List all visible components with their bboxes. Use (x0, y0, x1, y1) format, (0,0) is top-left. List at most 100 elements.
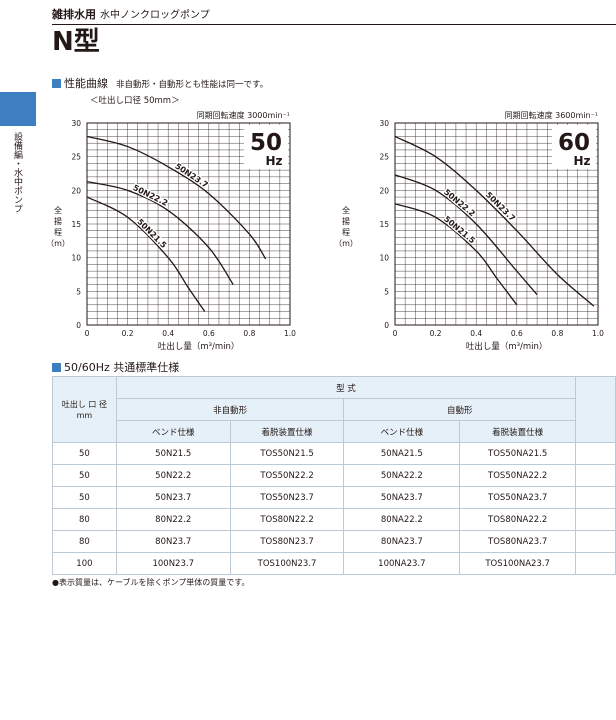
y-tick-label: 10 (379, 254, 389, 263)
cell-auto-bend: 80NA22.2 (343, 508, 461, 531)
auto-header: 自動形 (343, 398, 577, 421)
cell-bore: 50 (52, 442, 117, 465)
cell-auto-bend: 50NA21.5 (343, 442, 461, 465)
y-tick-label: 25 (379, 153, 389, 162)
y-tick-label: 10 (71, 254, 81, 263)
bore-note: ＜吐出し口径 50mm＞ (90, 96, 180, 106)
cell-detach: TOS100N23.7 (229, 552, 345, 575)
cell-bore: 50 (52, 486, 117, 509)
series-curve (394, 174, 538, 296)
speed-label: 同期回転速度 3600min⁻¹ (505, 110, 598, 120)
category-label: 雑排水用水中ノンクロッグポンプ (52, 6, 210, 22)
y-axis-label: （m） (46, 239, 70, 248)
y-tick-label: 15 (71, 220, 81, 229)
cell-bend: 50N21.5 (115, 442, 231, 465)
freq-unit: Hz (573, 154, 590, 168)
cell-auto-bend: 50NA22.2 (343, 464, 461, 487)
series-curve (86, 196, 206, 312)
footnote: ●表示質量は、ケーブルを除くポンプ単体の質量です。 (52, 578, 250, 587)
y-axis-label: 程 (342, 228, 350, 237)
y-axis-label: 揚 (342, 216, 350, 226)
cell-auto-detach: TOS80NA22.2 (459, 508, 577, 531)
cell-detach: TOS50N21.5 (229, 442, 345, 465)
x-tick-label: 0.8 (551, 329, 563, 338)
x-tick-label: 0 (85, 329, 90, 338)
x-tick-label: 1.0 (284, 329, 296, 338)
x-tick-label: 1.0 (592, 329, 604, 338)
auto-detach-header: 着脱装置仕様 (459, 420, 577, 443)
cell-bore: 80 (52, 508, 117, 531)
bore-header: 吐出し 口 径 mm (52, 376, 117, 443)
spec-heading: 50/60Hz 共通標準仕様 (52, 359, 179, 375)
auto-bend-header: ベンド仕様 (343, 420, 461, 443)
series-label: 50N23.7 (484, 190, 517, 223)
plot-frame (394, 122, 599, 326)
y-tick-label: 20 (71, 186, 81, 195)
x-tick-label: 0.6 (511, 329, 523, 338)
y-axis-label: 揚 (54, 216, 62, 226)
x-tick-label: 0.2 (122, 329, 134, 338)
series-label: 50N21.5 (135, 217, 168, 250)
cell-auto-detach: TOS50NA23.7 (459, 486, 577, 509)
x-tick-label: 0.4 (162, 329, 174, 338)
freq-unit: Hz (265, 154, 282, 168)
y-tick-label: 25 (71, 153, 81, 162)
cell-extra (575, 464, 616, 487)
cell-bore: 80 (52, 530, 117, 553)
side-tab-marker (0, 92, 36, 126)
freq-box (552, 125, 596, 169)
x-axis-label: 吐出し量（m³/min） (158, 341, 240, 352)
cell-bend: 80N23.7 (115, 530, 231, 553)
y-tick-label: 30 (379, 119, 389, 128)
x-tick-label: 0.4 (470, 329, 482, 338)
y-tick-label: 20 (379, 186, 389, 195)
cell-detach: TOS80N23.7 (229, 530, 345, 553)
cell-bend: 80N22.2 (115, 508, 231, 531)
series-curve (86, 180, 234, 285)
spec-table: 吐出し 口 径 mm 型 式 非自動形 自動形 ベンド仕様 着脱装置仕様 ベンド… (52, 376, 616, 575)
cell-auto-detach: TOS50NA22.2 (459, 464, 577, 487)
x-tick-label: 0 (393, 329, 398, 338)
extra-header-cell (575, 376, 616, 443)
y-axis-label: （m） (334, 239, 358, 248)
y-tick-label: 5 (76, 287, 81, 296)
series-curve (394, 135, 595, 307)
plot-frame (86, 122, 291, 326)
category-main: 雑排水用 (52, 8, 96, 21)
freq-value: 50 (250, 130, 282, 156)
category-sub: 水中ノンクロッグポンプ (100, 10, 210, 21)
performance-heading: 性能曲線非自動形・自動形とも性能は同一です。 (52, 75, 268, 91)
cell-detach: TOS50N22.2 (229, 464, 345, 487)
cell-auto-detach: TOS80NA23.7 (459, 530, 577, 553)
series-curve (394, 203, 518, 306)
cell-bend: 50N22.2 (115, 464, 231, 487)
bend-header: ベンド仕様 (115, 420, 231, 443)
cell-extra (575, 442, 616, 465)
y-axis-label: 全 (342, 205, 350, 215)
cell-extra (575, 508, 616, 531)
series-label: 50N22.2 (132, 183, 170, 208)
series-curve (86, 135, 267, 260)
detach-header: 着脱装置仕様 (229, 420, 345, 443)
series-label: 50N23.7 (173, 162, 209, 190)
spec-heading-text: 50/60Hz 共通標準仕様 (64, 361, 180, 374)
freq-box (244, 125, 288, 169)
cell-auto-bend: 100NA23.7 (343, 552, 461, 575)
y-tick-label: 5 (384, 287, 389, 296)
y-tick-label: 0 (76, 321, 81, 330)
cell-extra (575, 486, 616, 509)
cell-extra (575, 552, 616, 575)
y-tick-label: 0 (384, 321, 389, 330)
page-title: N型 (52, 27, 100, 57)
y-tick-label: 15 (379, 220, 389, 229)
performance-note: 非自動形・自動形とも性能は同一です。 (116, 80, 269, 90)
section-square-icon (52, 79, 61, 88)
cell-auto-detach: TOS100NA23.7 (459, 552, 577, 575)
